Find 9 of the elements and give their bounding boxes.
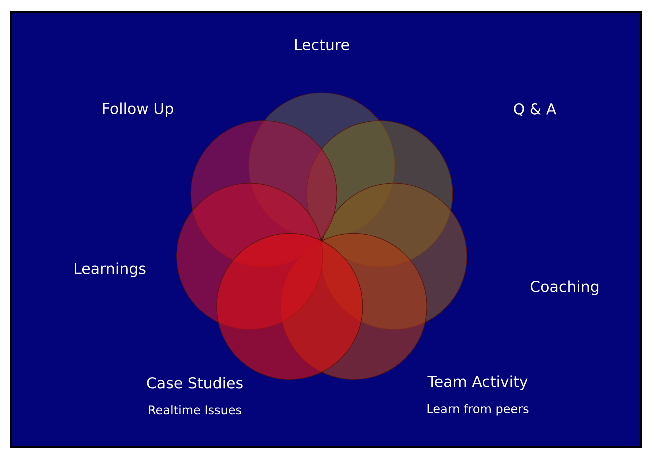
label: Team Activity	[428, 376, 528, 390]
label: Q & A	[514, 103, 557, 117]
label: Lecture	[295, 39, 350, 51]
label: Follow Up	[103, 102, 174, 118]
label: Coaching	[530, 280, 599, 296]
sub-label: Learn from peers	[428, 404, 529, 416]
sub-label: Realtime Issues	[149, 405, 242, 415]
label: Case Studies	[147, 377, 243, 389]
label: Learnings	[75, 262, 146, 278]
